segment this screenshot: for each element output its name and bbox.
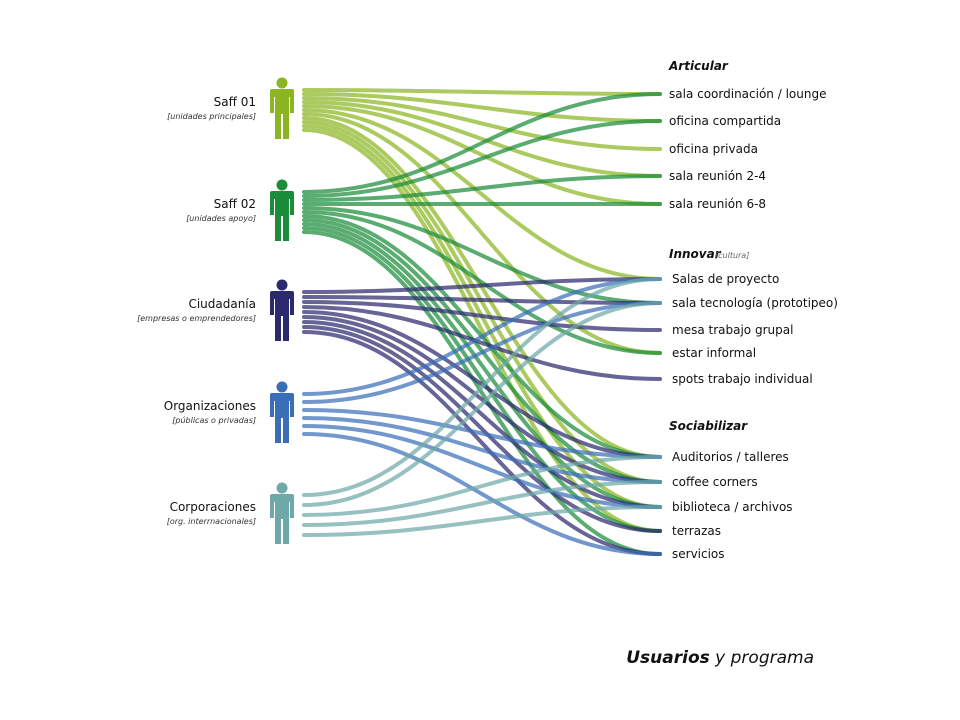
user-u1: Saff 01 [unidades principales] xyxy=(167,77,294,139)
user-u4: Organizaciones [públicas o privadas] xyxy=(164,381,294,443)
group-note: [cultura] xyxy=(715,251,749,260)
person-icon xyxy=(270,279,294,341)
user-name: Organizaciones xyxy=(164,399,256,413)
program-label: spots trabajo individual xyxy=(672,372,813,386)
link-u4-p13 xyxy=(302,424,662,509)
link-u5-p7 xyxy=(302,301,662,507)
program-label: sala reunión 2-4 xyxy=(669,169,766,183)
link-u2-p9 xyxy=(302,210,662,355)
user-name: Saff 01 xyxy=(214,95,256,109)
link-u1-p4 xyxy=(302,100,662,178)
link-u2-p4 xyxy=(302,174,662,202)
link-u4-p12 xyxy=(302,416,662,484)
person-icon xyxy=(270,482,294,544)
caption-rest: y programa xyxy=(709,648,814,668)
link-u1-p5 xyxy=(302,104,662,206)
program-label: terrazas xyxy=(672,524,721,538)
link-u3-p6 xyxy=(302,277,662,294)
users-column: Saff 01 [unidades principales] Saff 02 [uni… xyxy=(137,77,294,544)
link-u1-p6 xyxy=(302,108,662,281)
program-label: oficina compartida xyxy=(669,114,781,128)
person-icon xyxy=(270,381,294,443)
program-label: Salas de proyecto xyxy=(672,272,779,286)
link-u5-p6 xyxy=(302,277,662,497)
diagram-caption: Usuarios y programa xyxy=(626,648,814,668)
user-subtitle: [empresas o emprendedores] xyxy=(137,314,256,323)
program-label: sala tecnología (prototipeo) xyxy=(672,296,838,310)
link-u2-p2 xyxy=(302,119,662,198)
link-u2-p7 xyxy=(302,206,662,305)
link-u2-p15 xyxy=(302,230,662,556)
user-name: Saff 02 xyxy=(214,197,256,211)
program-label: sala coordinación / lounge xyxy=(669,87,826,101)
program-label: estar informal xyxy=(672,346,756,360)
program-label: servicios xyxy=(672,547,725,561)
link-u3-p14 xyxy=(302,325,662,533)
link-u3-p15 xyxy=(302,330,662,556)
link-u4-p15 xyxy=(302,432,662,556)
link-u4-p11 xyxy=(302,408,662,459)
link-u3-p7 xyxy=(302,295,662,305)
link-u1-p2 xyxy=(302,92,662,123)
link-u4-p7 xyxy=(302,301,662,404)
program-label: Auditorios / talleres xyxy=(672,450,789,464)
user-subtitle: [org. interrnacionales] xyxy=(167,517,256,526)
person-icon xyxy=(270,179,294,241)
program-label: mesa trabajo grupal xyxy=(672,323,793,337)
program-label: biblioteca / archivos xyxy=(672,500,793,514)
user-name: Ciudadanía xyxy=(188,297,256,311)
group-title: Sociabilizar xyxy=(669,419,748,433)
link-u3-p8 xyxy=(302,300,662,332)
programs-column: Articular sala coordinación / lounge ofici… xyxy=(668,59,838,561)
link-u2-p1 xyxy=(302,92,662,194)
link-u2-p14 xyxy=(302,226,662,533)
program-group-g2: Innovar[cultura] Salas de proyecto sala te… xyxy=(669,247,838,386)
link-u1-p3 xyxy=(302,96,662,151)
user-subtitle: [públicas o privadas] xyxy=(172,416,256,425)
user-subtitle: [unidades principales] xyxy=(167,112,256,121)
group-title: Innovar xyxy=(669,247,722,261)
program-label: oficina privada xyxy=(669,142,758,156)
flow-links xyxy=(302,88,662,556)
user-name: Corporaciones xyxy=(170,500,256,514)
link-u3-p13 xyxy=(302,320,662,509)
link-u5-p12 xyxy=(302,480,662,527)
link-u5-p13 xyxy=(302,505,662,537)
user-subtitle: [unidades apoyo] xyxy=(186,214,256,223)
program-label: sala reunión 6-8 xyxy=(669,197,766,211)
link-u3-p12 xyxy=(302,315,662,484)
group-title: Articular xyxy=(668,59,729,73)
user-u3: Ciudadanía [empresas o emprendedores] xyxy=(137,279,294,341)
program-label: coffee corners xyxy=(672,475,758,489)
link-u4-p6 xyxy=(302,277,662,396)
caption-bold: Usuarios xyxy=(626,648,710,668)
person-icon xyxy=(270,77,294,139)
link-u2-p13 xyxy=(302,222,662,509)
link-u5-p11 xyxy=(302,455,662,517)
link-u3-p10 xyxy=(302,305,662,381)
link-u1-p9 xyxy=(302,112,662,355)
user-u2: Saff 02 [unidades apoyo] xyxy=(186,179,294,241)
program-group-g1: Articular sala coordinación / lounge ofici… xyxy=(668,59,826,211)
user-u5: Corporaciones [org. interrnacionales] xyxy=(167,482,294,544)
link-u1-p1 xyxy=(302,88,662,96)
